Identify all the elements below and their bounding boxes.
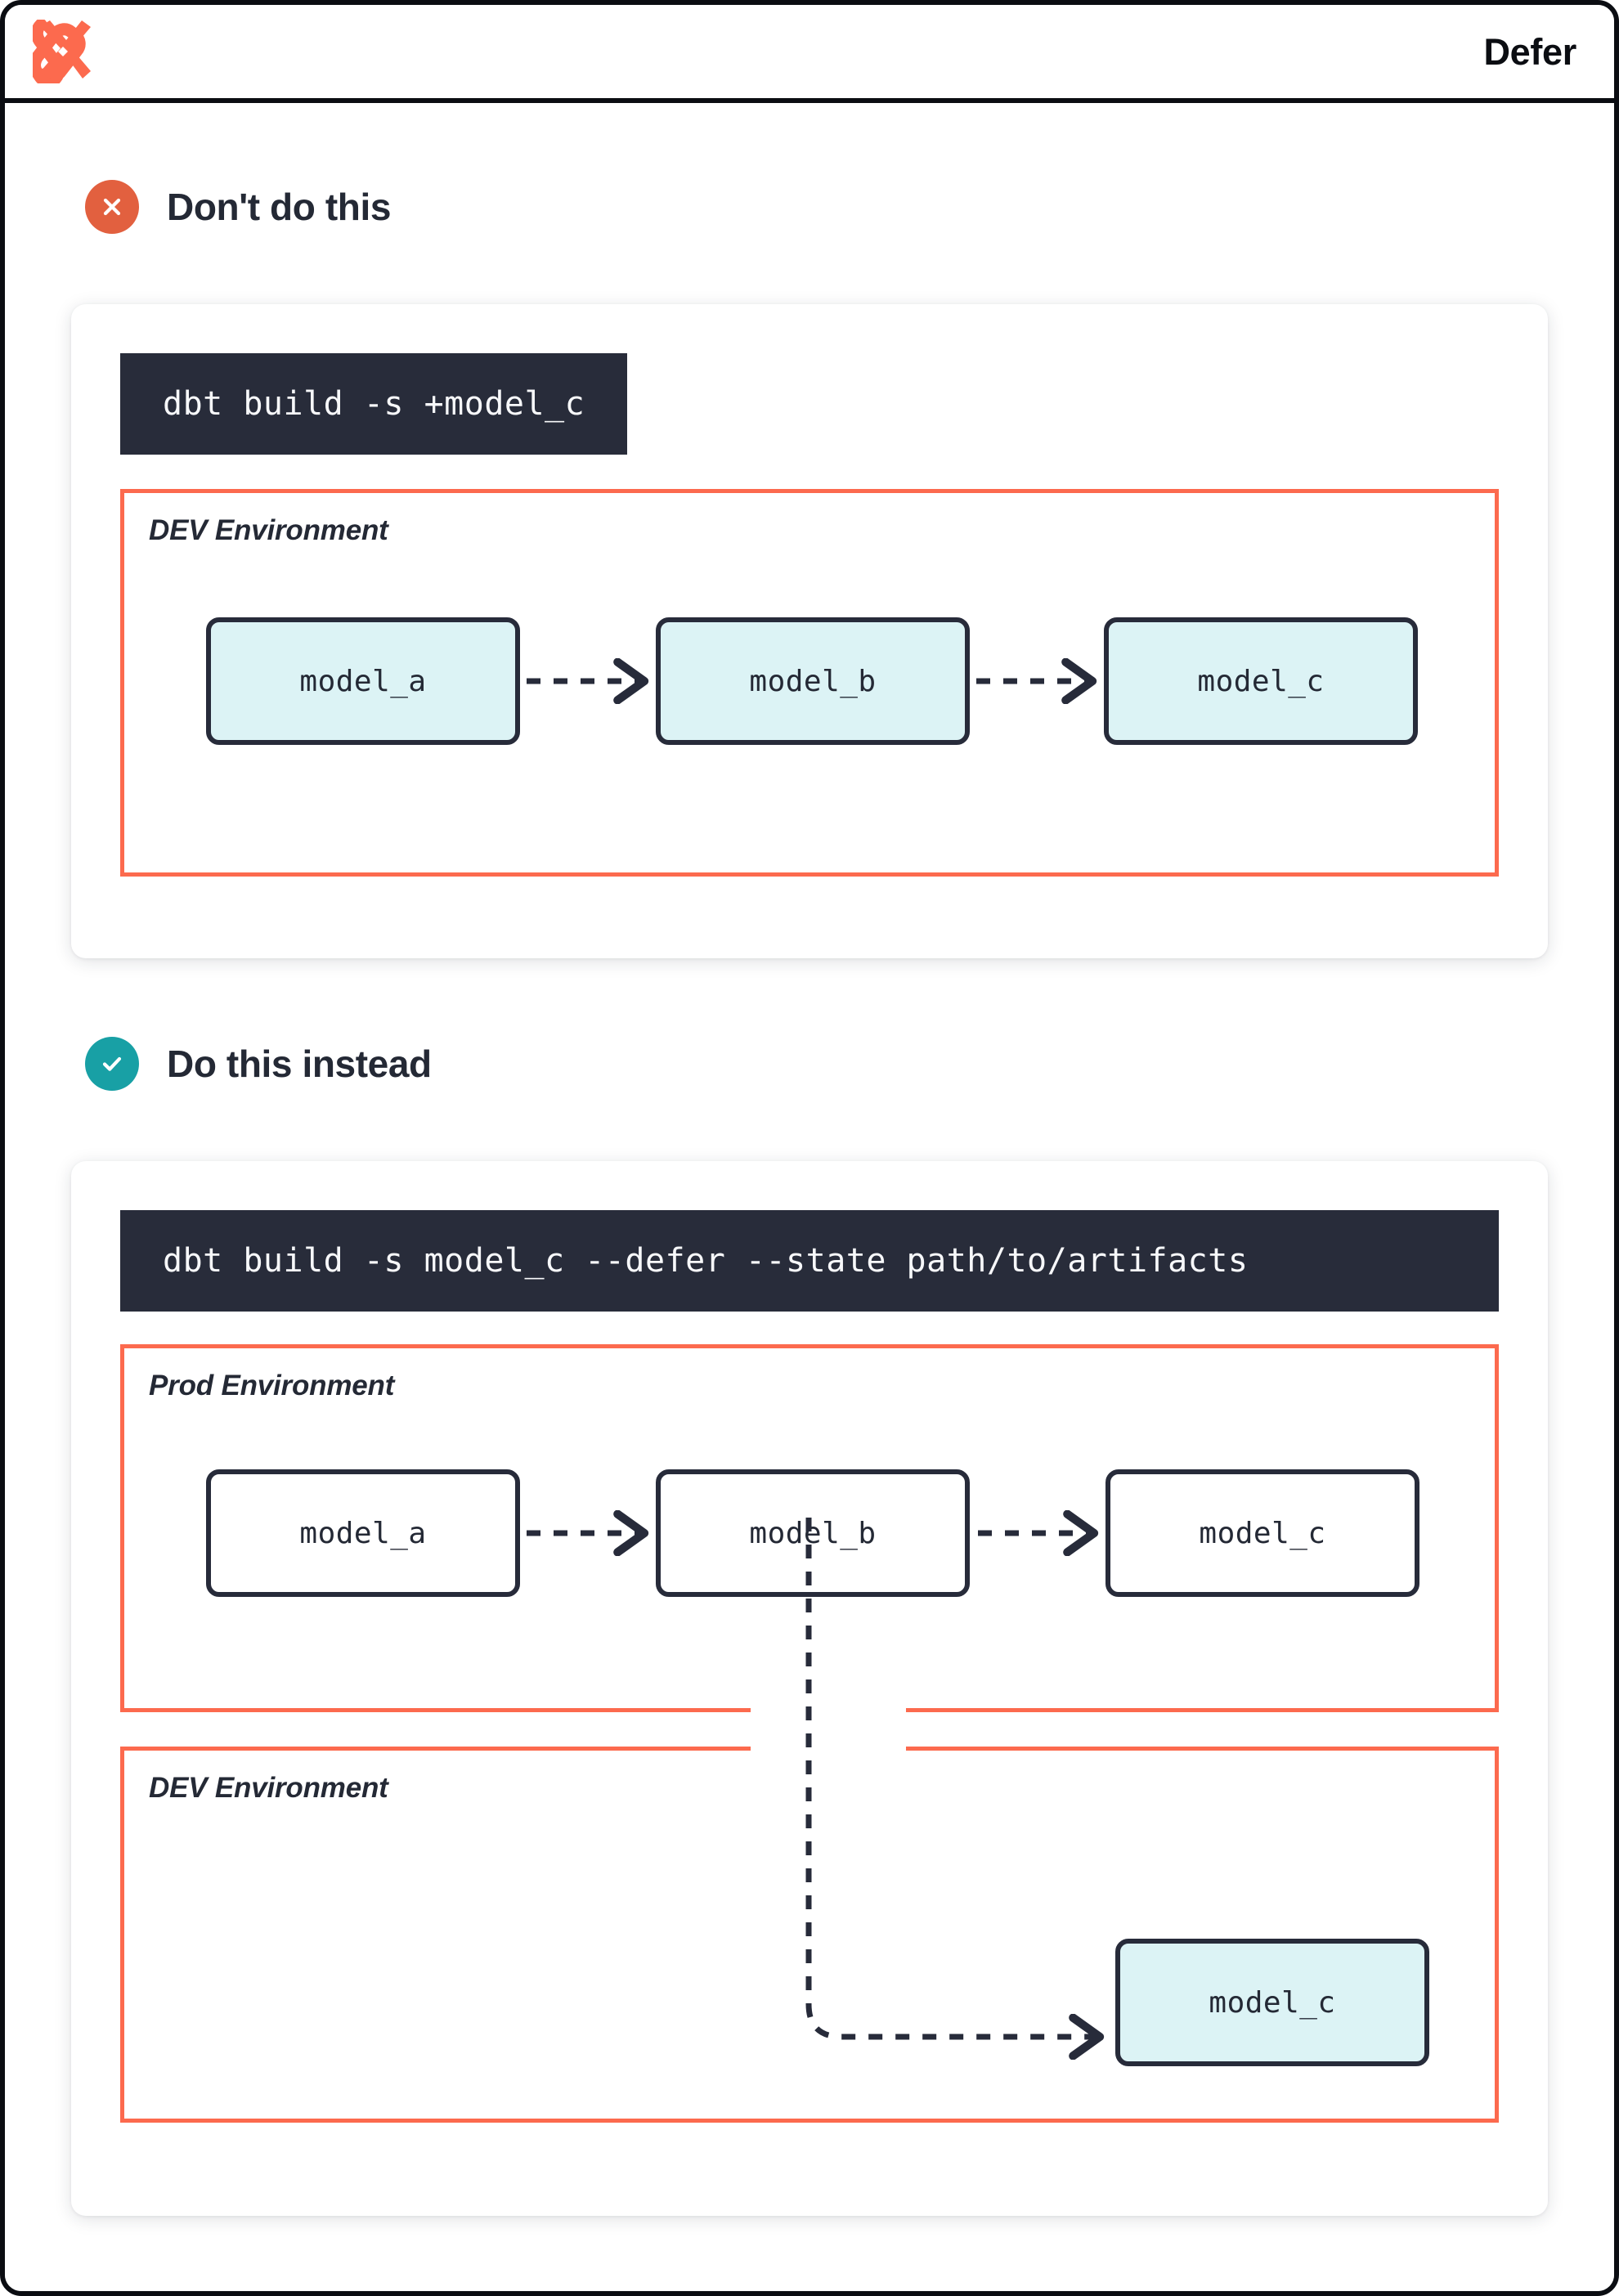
command-block-wrap-do: dbt build -s model_c --defer --state pat… [71,1161,1548,1312]
command-block-wrap-dont: dbt build -s +model_c [71,304,1548,455]
node-model-c-prod[interactable]: model_c [1105,1469,1419,1597]
section-header-do: Do this instead [5,1037,1614,1091]
card-do: dbt build -s model_c --defer --state pat… [71,1161,1548,2216]
env-label-dev-dont: DEV Environment [149,514,388,546]
header-bar: Defer [5,5,1614,103]
node-label: model_c [1199,1516,1326,1550]
dbt-logo-icon [33,20,93,83]
env-box-prod: Prod Environment model_a model_b model_c [120,1344,1499,1715]
env-label-dev-do: DEV Environment [149,1772,388,1804]
env-label-prod: Prod Environment [149,1370,395,1401]
section-dont-do-this: Don't do this dbt build -s +model_c DEV … [5,108,1614,958]
content-area: Don't do this dbt build -s +model_c DEV … [5,108,1614,2291]
border-gap-mask-dev [751,1744,906,1759]
node-label: model_a [299,1516,427,1550]
node-model-a-prod[interactable]: model_a [206,1469,520,1597]
node-label: model_c [1197,664,1325,698]
node-label: model_b [749,664,877,698]
node-label: model_b [749,1516,877,1550]
env-box-dev-do: DEV Environment model_c [120,1744,1499,2123]
page-title: Defer [1483,30,1576,73]
node-model-c-dev-dont[interactable]: model_c [1104,617,1418,745]
x-circle-icon [85,180,139,234]
border-gap-mask-prod [751,1700,906,1715]
section-title-do: Do this instead [167,1043,432,1085]
node-label: model_c [1209,1985,1336,2020]
node-model-a-dev-dont[interactable]: model_a [206,617,520,745]
command-text-do: dbt build -s model_c --defer --state pat… [120,1210,1499,1312]
env-box-dev-dont: DEV Environment model_a model_b model_c [120,489,1499,877]
node-model-b-dev-dont[interactable]: model_b [656,617,970,745]
node-model-b-prod[interactable]: model_b [656,1469,970,1597]
node-label: model_a [299,664,427,698]
section-header-dont: Don't do this [5,180,1614,234]
card-dont: dbt build -s +model_c DEV Environment mo… [71,304,1548,958]
check-circle-icon [85,1037,139,1091]
command-text-dont: dbt build -s +model_c [120,353,628,455]
node-model-c-dev[interactable]: model_c [1115,1939,1429,2066]
section-title-dont: Don't do this [167,186,392,228]
section-do-this-instead: Do this instead dbt build -s model_c --d… [5,958,1614,2216]
